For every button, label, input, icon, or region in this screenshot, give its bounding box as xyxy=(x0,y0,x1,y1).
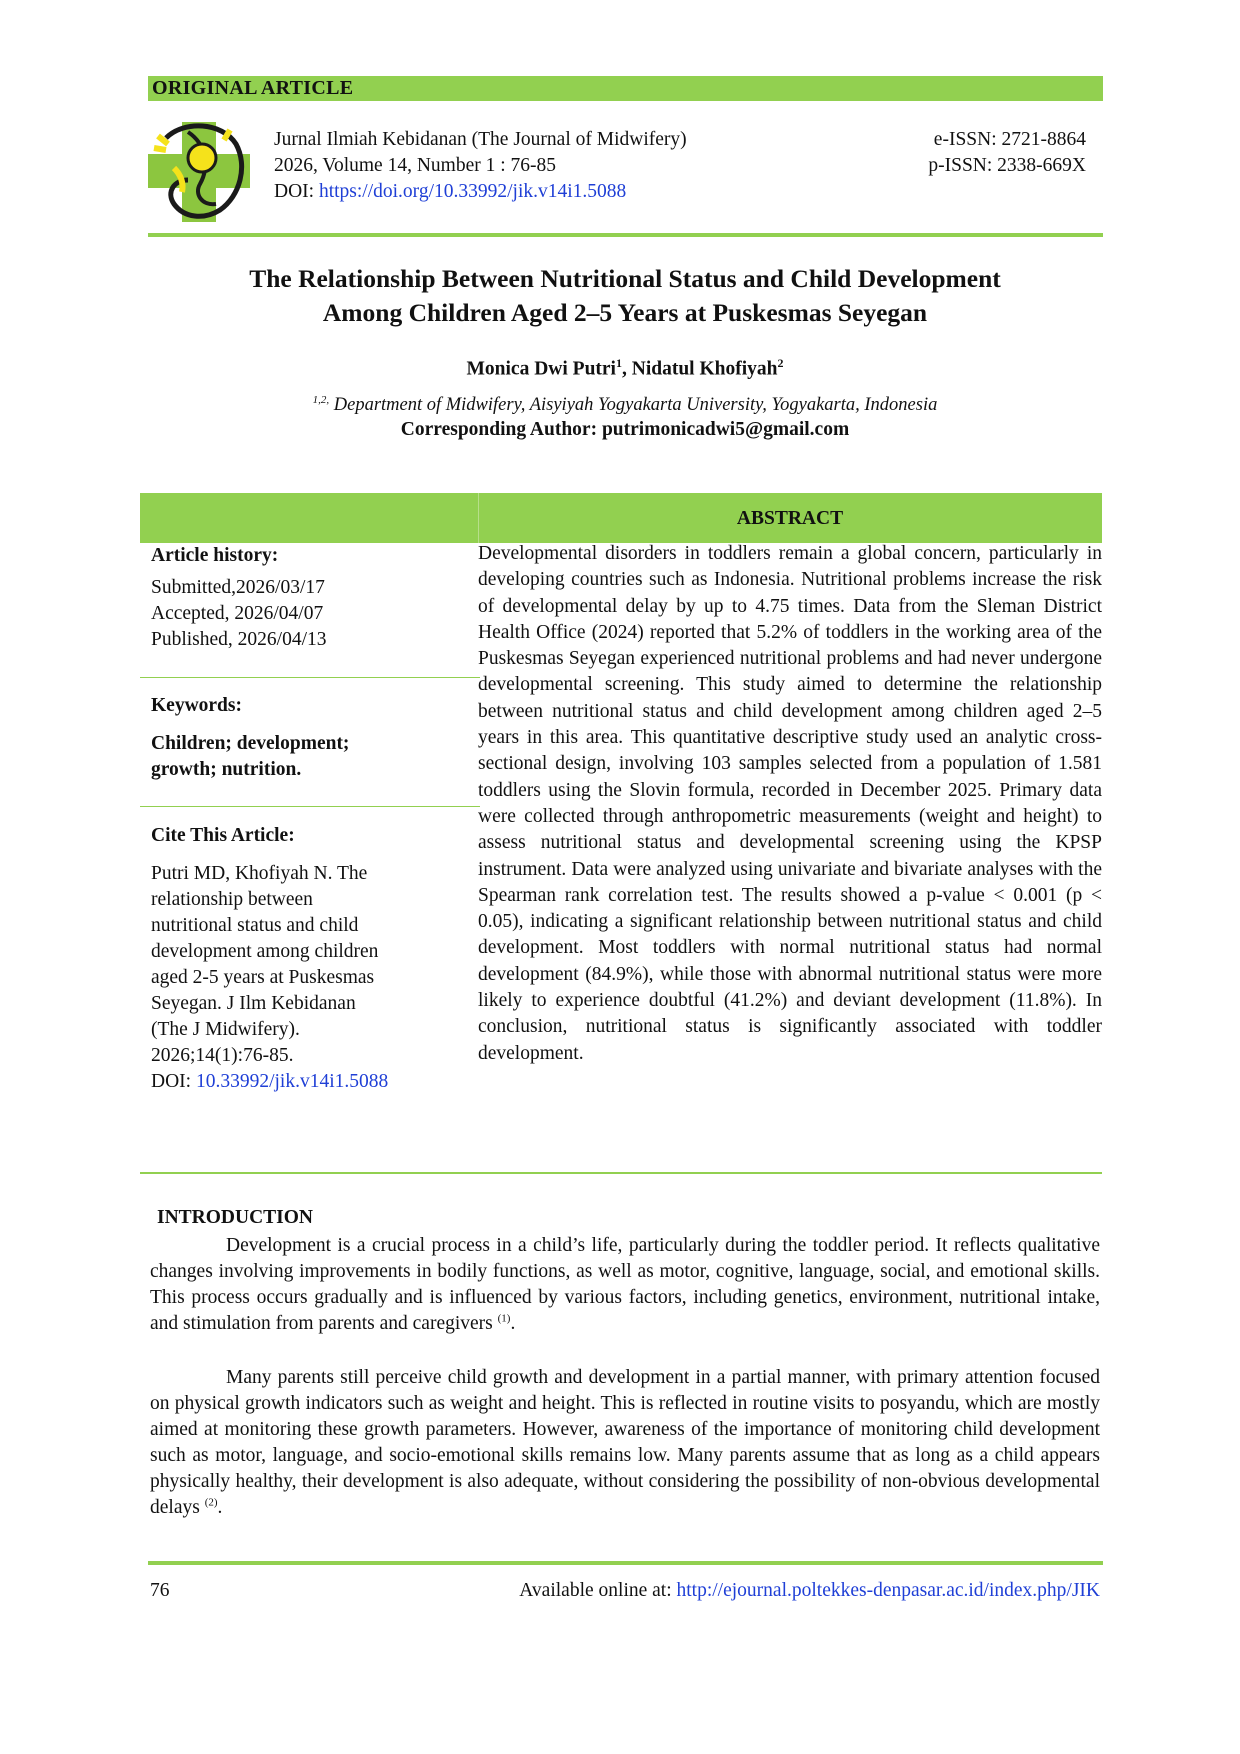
abstract-heading: ABSTRACT xyxy=(736,508,844,529)
journal-url-link[interactable]: http://ejournal.poltekkes-denpasar.ac.id… xyxy=(676,1580,1100,1601)
cite-doi-label: DOI: xyxy=(151,1071,196,1092)
introduction-paragraph-1: Development is a crucial process in a ch… xyxy=(150,1233,1100,1337)
journal-doi: DOI: https://doi.org/10.33992/jik.v14i1.… xyxy=(274,179,687,205)
cite-doi-line: DOI: 10.33992/jik.v14i1.5088 xyxy=(151,1069,471,1095)
author-list: Monica Dwi Putri1, Nidatul Khofiyah2 xyxy=(150,356,1100,381)
availability-line: Available online at: http://ejournal.pol… xyxy=(519,1580,1100,1602)
title-line-1: The Relationship Between Nutritional Sta… xyxy=(249,264,1001,293)
affiliation-text: Department of Midwifery, Aisyiyah Yogyak… xyxy=(329,395,938,416)
author-2: Nidatul Khofiyah xyxy=(631,358,778,380)
doi-link[interactable]: https://doi.org/10.33992/jik.v14i1.5088 xyxy=(318,181,627,202)
pissn: p-ISSN: 2338-669X xyxy=(928,155,1086,176)
cite-line: Seyegan. J Ilm Kebidanan xyxy=(151,993,356,1014)
keywords-heading: Keywords: xyxy=(151,695,242,716)
cite-heading: Cite This Article: xyxy=(151,825,295,846)
journal-volume: 2026, Volume 14, Number 1 : 76-85 xyxy=(274,155,557,176)
published-date: Published, 2026/04/13 xyxy=(151,629,327,650)
article-title: The Relationship Between Nutritional Sta… xyxy=(150,262,1100,330)
cite-line: 2026;14(1):76-85. xyxy=(151,1045,294,1066)
introduction-paragraph-2: Many parents still perceive child growth… xyxy=(150,1365,1100,1521)
abstract-bottom-rule xyxy=(140,1172,1102,1174)
cite-line: (The J Midwifery). xyxy=(151,1019,300,1040)
cite-line: aged 2-5 years at Puskesmas xyxy=(151,967,375,988)
cite-line: development among children xyxy=(151,941,379,962)
keywords-block: Keywords: Children; development; growth;… xyxy=(151,693,471,783)
header-divider xyxy=(148,233,1103,237)
corresponding-author: Corresponding Author: putrimonicadwi5@gm… xyxy=(400,419,850,440)
intro-p1-end: . xyxy=(510,1313,516,1334)
submitted-date: Submitted,2026/03/17 xyxy=(151,577,325,598)
intro-p2-end: . xyxy=(217,1497,223,1518)
article-history: Article history: Submitted,2026/03/17 Ac… xyxy=(151,543,471,653)
author-1: Monica Dwi Putri xyxy=(466,358,616,380)
article-type-label: ORIGINAL ARTICLE xyxy=(152,77,354,99)
eissn: e-ISSN: 2721-8864 xyxy=(933,129,1086,150)
cite-line: Putri MD, Khofiyah N. The xyxy=(151,863,368,884)
intro-p2-text: Many parents still perceive child growth… xyxy=(150,1367,1100,1518)
journal-info: Jurnal Ilmiah Kebidanan (The Journal of … xyxy=(274,127,687,205)
abstract-body: Developmental disorders in toddlers rema… xyxy=(478,543,1102,1064)
cite-line: nutritional status and child xyxy=(151,915,359,936)
author-2-sup: 2 xyxy=(777,356,784,370)
citation-1: (1) xyxy=(497,1312,511,1325)
introduction-heading: INTRODUCTION xyxy=(157,1207,314,1228)
sidebar-divider-1 xyxy=(140,677,480,678)
band-divider xyxy=(478,493,479,543)
journal-logo-icon xyxy=(148,122,250,222)
affiliation-sup: 1,2, xyxy=(312,394,330,406)
citation-2: (2) xyxy=(204,1496,218,1509)
intro-p1-text: Development is a crucial process in a ch… xyxy=(150,1235,1100,1334)
cite-block: Cite This Article: Putri MD, Khofiyah N.… xyxy=(151,823,471,1095)
available-label: Available online at: xyxy=(519,1580,677,1601)
doi-label: DOI: xyxy=(274,181,319,202)
article-type-banner: ORIGINAL ARTICLE xyxy=(148,76,1103,101)
sidebar-divider-2 xyxy=(140,806,480,807)
page-number: 76 xyxy=(150,1580,170,1601)
history-heading: Article history: xyxy=(151,545,279,566)
cite-line: relationship between xyxy=(151,889,313,910)
affiliation: 1,2, Department of Midwifery, Aisyiyah Y… xyxy=(150,394,1100,416)
abstract-header-band: ABSTRACT xyxy=(140,493,1102,543)
cite-text: Putri MD, Khofiyah N. The relationship b… xyxy=(151,861,471,1095)
title-line-2: Among Children Aged 2–5 Years at Puskesm… xyxy=(322,298,928,327)
accepted-date: Accepted, 2026/04/07 xyxy=(151,603,324,624)
footer-divider xyxy=(148,1561,1103,1565)
author-separator: , xyxy=(621,358,632,380)
keywords-line-2: growth; nutrition. xyxy=(151,759,302,780)
author-1-sup: 1 xyxy=(615,356,622,370)
issn-block: e-ISSN: 2721-8864 p-ISSN: 2338-669X xyxy=(928,127,1086,179)
journal-name: Jurnal Ilmiah Kebidanan (The Journal of … xyxy=(274,129,687,150)
cite-doi-link[interactable]: 10.33992/jik.v14i1.5088 xyxy=(195,1071,389,1092)
keywords-line-1: Children; development; xyxy=(151,733,350,754)
